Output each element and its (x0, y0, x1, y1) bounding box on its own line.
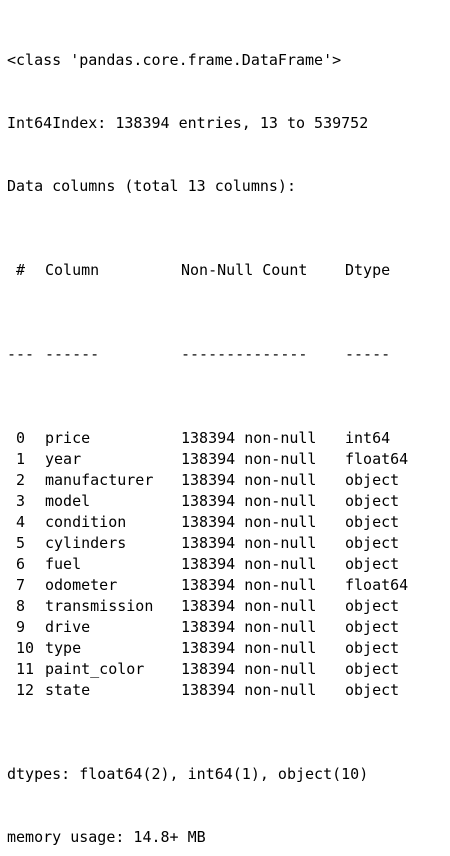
row-index: 12 (16, 681, 35, 699)
row-index: 0 (16, 429, 26, 447)
row-dtype: object (345, 513, 400, 531)
row-column: manufacturer (45, 471, 154, 489)
row-dtype: object (345, 534, 400, 552)
table-row: 3 model 138394 non-null object (7, 491, 447, 512)
table-row: 10 type 138394 non-null object (7, 638, 447, 659)
row-column: paint_color (45, 660, 145, 678)
table-row: 12 state 138394 non-null object (7, 680, 447, 701)
row-column: price (45, 429, 91, 447)
table-row: 4 condition 138394 non-null object (7, 512, 447, 533)
table-row: 2 manufacturer 138394 non-null object (7, 470, 447, 491)
row-non-null: 138394 non-null (181, 429, 317, 447)
row-column: transmission (45, 597, 154, 615)
row-index: 8 (16, 597, 26, 615)
row-non-null: 138394 non-null (181, 534, 317, 552)
row-index: 6 (16, 555, 26, 573)
table-header: # Column Non-Null Count Dtype (7, 260, 447, 281)
row-dtype: object (345, 597, 400, 615)
row-dtype: object (345, 471, 400, 489)
row-index: 7 (16, 576, 26, 594)
row-column: type (45, 639, 82, 657)
row-index: 2 (16, 471, 26, 489)
row-index: 9 (16, 618, 26, 636)
row-non-null: 138394 non-null (181, 513, 317, 531)
dtypes-line: dtypes: float64(2), int64(1), object(10) (7, 765, 369, 783)
row-column: model (45, 492, 91, 510)
row-index: 4 (16, 513, 26, 531)
separator-column: ------ (45, 345, 100, 363)
row-non-null: 138394 non-null (181, 492, 317, 510)
row-column: drive (45, 618, 91, 636)
row-column: fuel (45, 555, 82, 573)
row-dtype: object (345, 681, 400, 699)
row-dtype: object (345, 492, 400, 510)
row-non-null: 138394 non-null (181, 576, 317, 594)
row-non-null: 138394 non-null (181, 597, 317, 615)
row-index: 11 (16, 660, 35, 678)
separator-dtype: ----- (345, 345, 391, 363)
index-line: Int64Index: 138394 entries, 13 to 539752 (7, 114, 369, 132)
table-row: 11 paint_color 138394 non-null object (7, 659, 447, 680)
table-row: 0 price 138394 non-null int64 (7, 428, 447, 449)
row-dtype: object (345, 555, 400, 573)
row-column: year (45, 450, 82, 468)
row-non-null: 138394 non-null (181, 618, 317, 636)
table-row: 6 fuel 138394 non-null object (7, 554, 447, 575)
separator-non-null: -------------- (181, 345, 308, 363)
class-line: <class 'pandas.core.frame.DataFrame'> (7, 51, 342, 69)
table-row: 9 drive 138394 non-null object (7, 617, 447, 638)
table-row: 1 year 138394 non-null float64 (7, 449, 447, 470)
header-column: Column (45, 261, 100, 279)
row-non-null: 138394 non-null (181, 471, 317, 489)
row-index: 1 (16, 450, 26, 468)
row-non-null: 138394 non-null (181, 450, 317, 468)
row-index: 3 (16, 492, 26, 510)
row-dtype: object (345, 639, 400, 657)
table-rows: 0 price 138394 non-null int64 1 year 138394 no… (7, 428, 447, 701)
row-index: 5 (16, 534, 26, 552)
row-non-null: 138394 non-null (181, 681, 317, 699)
row-non-null: 138394 non-null (181, 555, 317, 573)
header-index: # (16, 261, 26, 279)
dataframe-info-output: <class 'pandas.core.frame.DataFrame'> In… (7, 8, 447, 856)
table-row: 8 transmission 138394 non-null object (7, 596, 447, 617)
row-non-null: 138394 non-null (181, 639, 317, 657)
row-dtype: object (345, 660, 400, 678)
row-column: cylinders (45, 534, 127, 552)
row-dtype: int64 (345, 429, 391, 447)
row-column: condition (45, 513, 127, 531)
row-dtype: float64 (345, 576, 409, 594)
table-row: 7 odometer 138394 non-null float64 (7, 575, 447, 596)
table-row: 5 cylinders 138394 non-null object (7, 533, 447, 554)
header-non-null: Non-Null Count (181, 261, 308, 279)
row-dtype: object (345, 618, 400, 636)
row-index: 10 (16, 639, 35, 657)
table-separator: --- ------ -------------- ----- (7, 344, 447, 365)
header-dtype: Dtype (345, 261, 391, 279)
row-column: state (45, 681, 91, 699)
row-dtype: float64 (345, 450, 409, 468)
columns-line: Data columns (total 13 columns): (7, 177, 296, 195)
separator-index: --- (7, 345, 35, 363)
row-non-null: 138394 non-null (181, 660, 317, 678)
row-column: odometer (45, 576, 118, 594)
memory-line: memory usage: 14.8+ MB (7, 828, 206, 846)
